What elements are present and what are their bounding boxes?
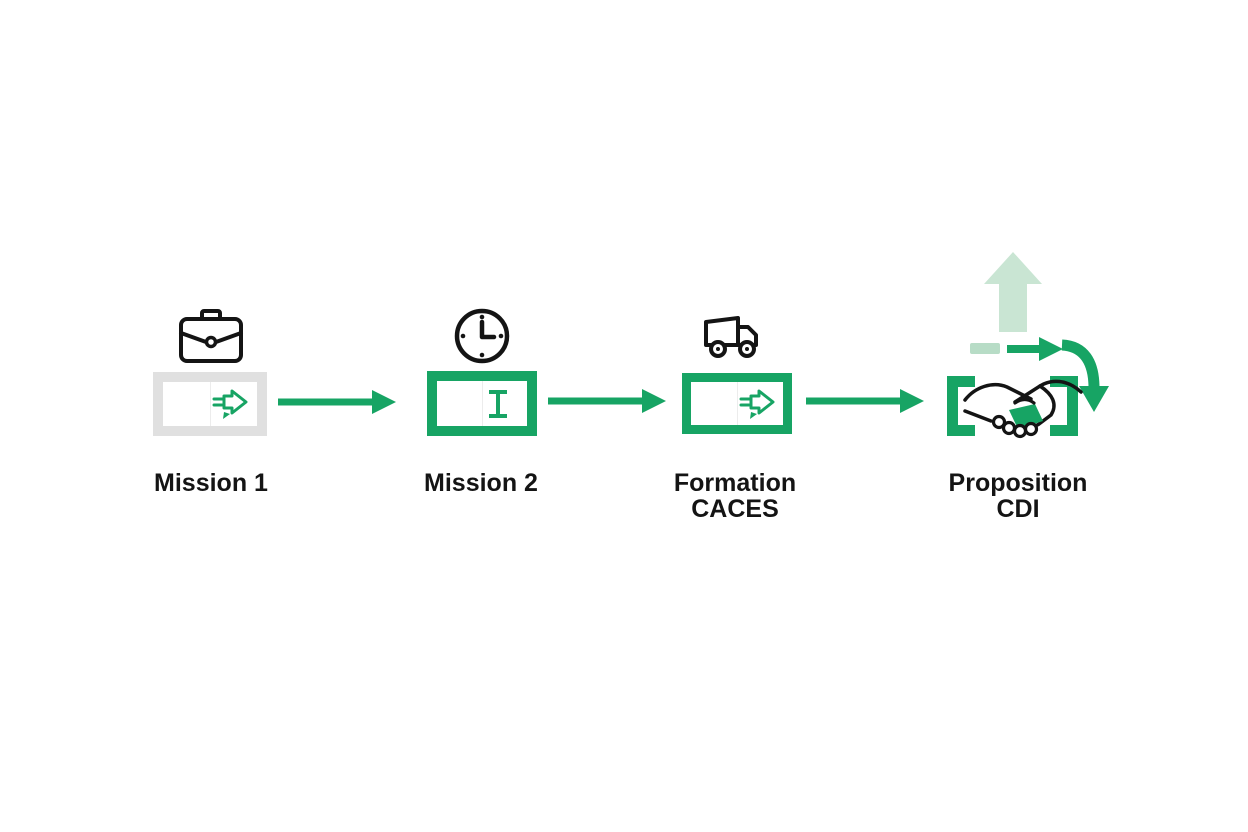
step-label-line: CACES <box>691 495 779 523</box>
handshake-icon <box>963 379 1083 439</box>
clock-icon <box>454 308 510 364</box>
step-frame-formation-caces <box>682 373 792 434</box>
truck-icon <box>704 316 758 358</box>
step-label-line: Formation <box>673 469 797 497</box>
step-label-line: Proposition <box>948 469 1088 497</box>
dash-icon <box>970 343 1000 354</box>
frame-fold-line <box>737 382 738 425</box>
frame-fold-line <box>482 381 483 426</box>
frame-fold-line <box>210 382 211 426</box>
right-arrow-icon <box>548 389 666 413</box>
exit-arrow-icon <box>212 389 248 419</box>
step-frame-mission-1 <box>153 372 267 436</box>
i-beam-cursor-icon <box>489 389 507 418</box>
step-label-mission-1: Mission 1 <box>101 470 321 496</box>
step-frame-mission-2 <box>427 371 537 436</box>
curved-down-arrow-icon <box>1061 339 1109 412</box>
bracket-left <box>947 376 975 436</box>
step-label-line: Mission 1 <box>154 469 268 497</box>
right-arrow-icon <box>278 390 396 414</box>
step-label-line: Mission 2 <box>424 469 538 497</box>
briefcase-icon <box>179 309 243 363</box>
step-label-mission-2: Mission 2 <box>371 470 591 496</box>
up-arrow-icon <box>984 252 1042 332</box>
step-label-formation-caces: Formation CACES <box>625 470 845 522</box>
exit-arrow-icon <box>739 389 775 419</box>
right-arrow-icon <box>806 389 924 413</box>
step-label-proposition-cdi: Proposition CDI <box>908 470 1128 522</box>
right-arrow-icon <box>1007 337 1063 361</box>
step-label-line: CDI <box>996 495 1040 523</box>
